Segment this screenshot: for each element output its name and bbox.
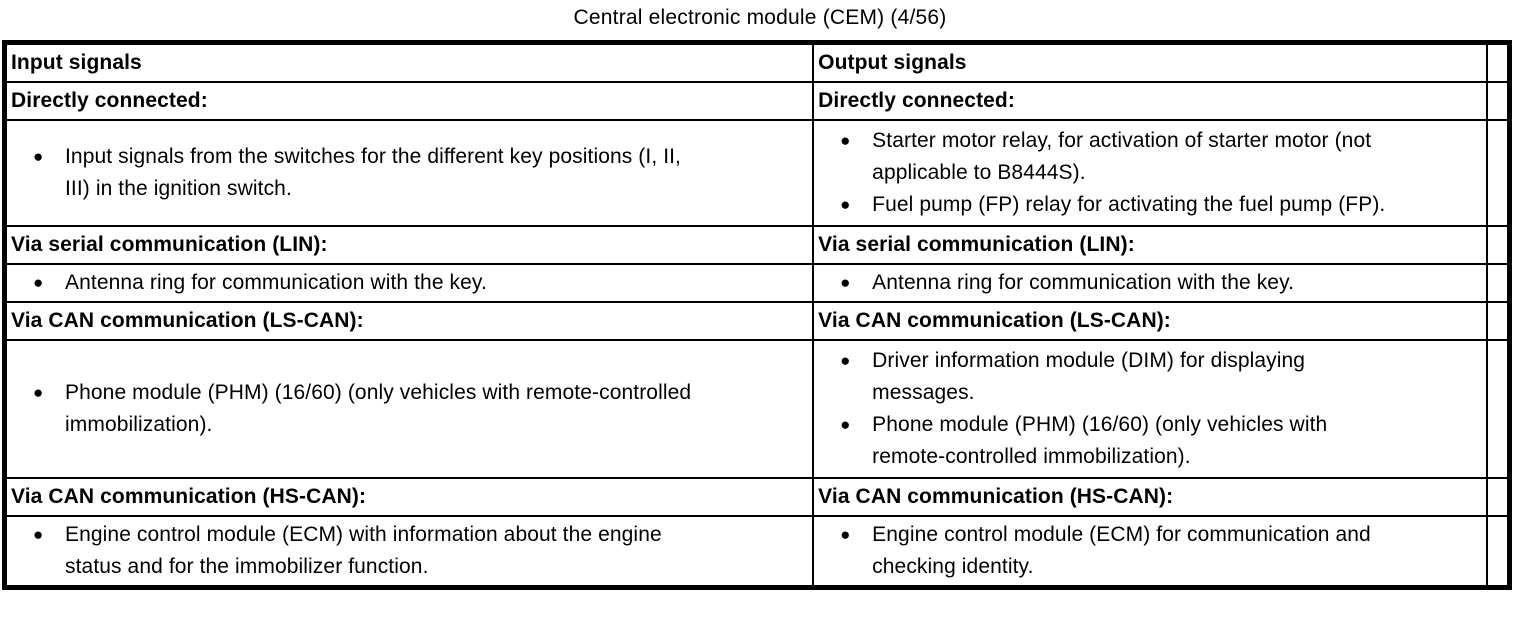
bullet-item: Engine control module (ECM) for communic…: [818, 519, 1482, 583]
spacer-cell: [1486, 338, 1511, 479]
table-header-row: Input signals Output signals: [3, 41, 1511, 83]
page-title: Central electronic module (CEM) (4/56): [573, 6, 947, 29]
lin-output-items-cell: Antenna ring for communication with the …: [812, 262, 1489, 303]
section-directly-connected-heading-row: Directly connected: Directly connected:: [3, 80, 1511, 121]
spacer-cell: [1486, 118, 1511, 227]
hs-can-output-items-cell: Engine control module (ECM) for communic…: [812, 514, 1489, 588]
ls-can-input-items-cell: Phone module (PHM) (16/60) (only vehicle…: [3, 338, 815, 479]
bullet-list: Phone module (PHM) (16/60) (only vehicle…: [11, 377, 808, 441]
bullet-list: Engine control module (ECM) with informa…: [11, 519, 808, 583]
ls-can-output-items-cell: Driver information module (DIM) for disp…: [812, 338, 1489, 479]
ls-can-heading-left: Via CAN communication (LS-CAN):: [3, 300, 815, 341]
output-signals-column-header: Output signals: [812, 41, 1489, 83]
directly-connected-input-items-cell: Input signals from the switches for the …: [3, 118, 815, 227]
bullet-item: Phone module (PHM) (16/60) (only vehicle…: [11, 377, 808, 441]
spacer-cell: [1486, 300, 1511, 341]
bullet-item: Fuel pump (FP) relay for activating the …: [818, 189, 1482, 221]
spacer-cell: [1486, 476, 1511, 517]
lin-input-items-cell: Antenna ring for communication with the …: [3, 262, 815, 303]
section-directly-connected-items-row: Input signals from the switches for the …: [3, 118, 1511, 227]
bullet-item: Driver information module (DIM) for disp…: [818, 345, 1482, 409]
section-hs-can-heading-row: Via CAN communication (HS-CAN): Via CAN …: [3, 476, 1511, 517]
bullet-item: Antenna ring for communication with the …: [818, 267, 1482, 299]
bullet-item: Engine control module (ECM) with informa…: [11, 519, 808, 583]
section-hs-can-items-row: Engine control module (ECM) with informa…: [3, 514, 1511, 588]
bullet-item: Phone module (PHM) (16/60) (only vehicle…: [818, 409, 1482, 473]
lin-heading-left: Via serial communication (LIN):: [3, 224, 815, 265]
ls-can-heading-right: Via CAN communication (LS-CAN):: [812, 300, 1489, 341]
hs-can-heading-left: Via CAN communication (HS-CAN):: [3, 476, 815, 517]
spacer-cell: [1486, 80, 1511, 121]
bullet-list: Starter motor relay, for activation of s…: [818, 125, 1482, 221]
spacer-cell: [1486, 514, 1511, 588]
bullet-item: Starter motor relay, for activation of s…: [818, 125, 1482, 189]
bullet-list: Input signals from the switches for the …: [11, 141, 808, 205]
directly-connected-output-items-cell: Starter motor relay, for activation of s…: [812, 118, 1489, 227]
directly-connected-heading-left: Directly connected:: [3, 80, 815, 121]
input-signals-column-header: Input signals: [3, 41, 815, 83]
spacer-cell: [1486, 224, 1511, 265]
bullet-item: Input signals from the switches for the …: [11, 141, 808, 205]
cem-signals-table: Input signals Output signals Directly co…: [2, 40, 1512, 590]
hs-can-heading-right: Via CAN communication (HS-CAN):: [812, 476, 1489, 517]
bullet-list: Antenna ring for communication with the …: [11, 267, 808, 299]
spacer-cell: [1486, 262, 1511, 303]
bullet-list: Antenna ring for communication with the …: [818, 267, 1482, 299]
bullet-list: Engine control module (ECM) for communic…: [818, 519, 1482, 583]
section-lin-items-row: Antenna ring for communication with the …: [3, 262, 1511, 303]
spacer-cell: [1486, 41, 1511, 83]
lin-heading-right: Via serial communication (LIN):: [812, 224, 1489, 265]
bullet-list: Driver information module (DIM) for disp…: [818, 345, 1482, 473]
directly-connected-heading-right: Directly connected:: [812, 80, 1489, 121]
bullet-item: Antenna ring for communication with the …: [11, 267, 808, 299]
section-ls-can-heading-row: Via CAN communication (LS-CAN): Via CAN …: [3, 300, 1511, 341]
hs-can-input-items-cell: Engine control module (ECM) with informa…: [3, 514, 815, 588]
section-ls-can-items-row: Phone module (PHM) (16/60) (only vehicle…: [3, 338, 1511, 479]
section-lin-heading-row: Via serial communication (LIN): Via seri…: [3, 224, 1511, 265]
